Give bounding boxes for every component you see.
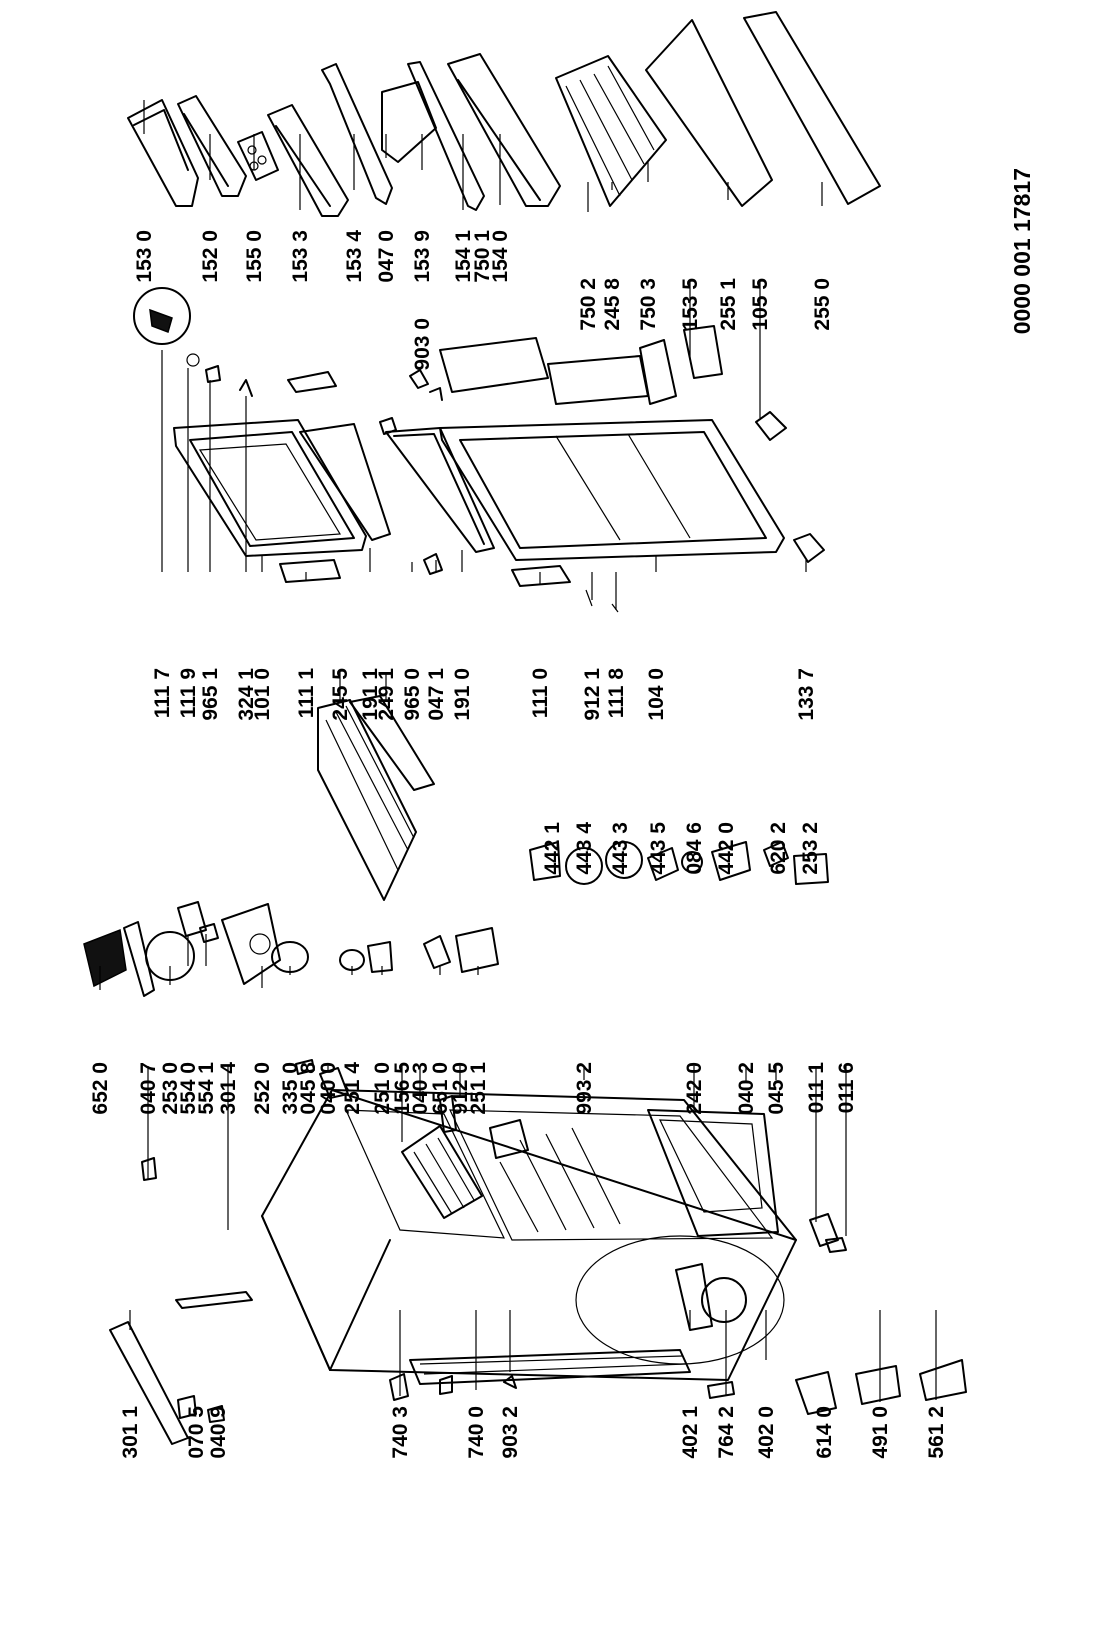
part-label: 255 0 [811,278,834,331]
part-label: 903 2 [499,1406,522,1459]
part-label: 965 1 [199,668,222,721]
part-label: 255 1 [717,278,740,331]
part-label: 652 0 [89,1062,112,1115]
parts-artwork [83,11,967,1445]
part-label: 155 0 [243,230,266,283]
part-label: 111 0 [529,668,552,718]
gasket-drawings [379,369,495,575]
part-label: 133 7 [795,668,818,721]
part-label: 912 1 [581,668,604,721]
part-label: 750 2 [577,278,600,331]
part-label: 561 2 [925,1406,948,1459]
part-label: 554 1 [195,1062,218,1115]
part-label: 047 1 [425,668,448,721]
part-label: 750 1 [471,230,494,283]
part-label: 252 0 [251,1062,274,1115]
part-label: 045 8 [297,1062,320,1115]
part-label: 965 0 [401,668,424,721]
part-label: 191 0 [451,668,474,721]
part-label: 152 0 [199,230,222,283]
wire-shelf-drawing [317,695,435,901]
part-label: 101 0 [251,668,274,721]
part-label: 245 8 [601,278,624,331]
part-label: 153 4 [343,230,366,283]
part-label: 104 0 [645,668,668,721]
part-label: 402 1 [679,1406,702,1459]
part-label: 153 0 [133,230,156,283]
document-number: 0000 001 17817 [1009,168,1035,334]
fan-assembly-drawings [529,841,829,885]
part-label: 335 0 [279,1062,302,1115]
part-label: 251 1 [467,1062,490,1115]
part-label: 443 4 [573,822,596,875]
part-label: 111 9 [177,668,200,718]
part-label: 764 2 [715,1406,738,1459]
part-label: 750 3 [637,278,660,331]
part-label: 740 0 [465,1406,488,1459]
part-label: 111 7 [151,668,174,718]
part-label: 251 0 [371,1062,394,1115]
freezer-door-drawing [133,287,391,557]
part-label: 154 0 [489,230,512,283]
part-label: 402 0 [755,1406,778,1459]
part-label: 442 0 [715,822,738,875]
part-label: 084 6 [683,822,706,875]
part-label-group: 153 0 152 0 155 0 153 3 153 4 047 0 153 9 903 0… [89,100,948,1459]
part-label: 111 1 [295,668,318,719]
part-label: 301 1 [119,1406,142,1459]
part-label: 324 1 [235,668,258,721]
part-label: 111 8 [605,668,628,719]
part-label: 154 1 [452,230,475,283]
part-label: 040 9 [207,1406,230,1459]
part-label: 903 0 [411,318,434,371]
accessory-drawings [109,1157,967,1445]
part-label: 614 0 [813,1406,836,1459]
fridge-door-drawing [279,325,825,613]
part-label: 253 0 [159,1062,182,1115]
part-label: 443 5 [647,822,670,875]
part-label: 040 0 [317,1062,340,1115]
part-label: 443 3 [609,822,632,875]
part-label: 153 9 [411,230,434,283]
part-label: 153 3 [289,230,312,283]
part-label: 253 2 [799,822,822,875]
part-label: 251 4 [341,1062,364,1115]
part-label: 993 2 [573,1062,596,1115]
part-label: 442 1 [541,822,564,875]
part-label: 491 0 [869,1406,892,1459]
door-shelf-drawings [127,11,881,217]
part-label: 040 2 [735,1062,758,1115]
part-label: 191 1 [359,668,382,721]
part-label: 554 0 [177,1062,200,1115]
part-label: 620 2 [767,822,790,875]
part-label: 047 0 [375,230,398,283]
part-label: 070 5 [185,1406,208,1459]
control-parts-drawings [83,901,499,1133]
cabinet-drawing [261,1089,847,1395]
part-label: 045 5 [765,1062,788,1115]
part-label: 740 3 [389,1406,412,1459]
part-label: 651 0 [429,1062,452,1115]
